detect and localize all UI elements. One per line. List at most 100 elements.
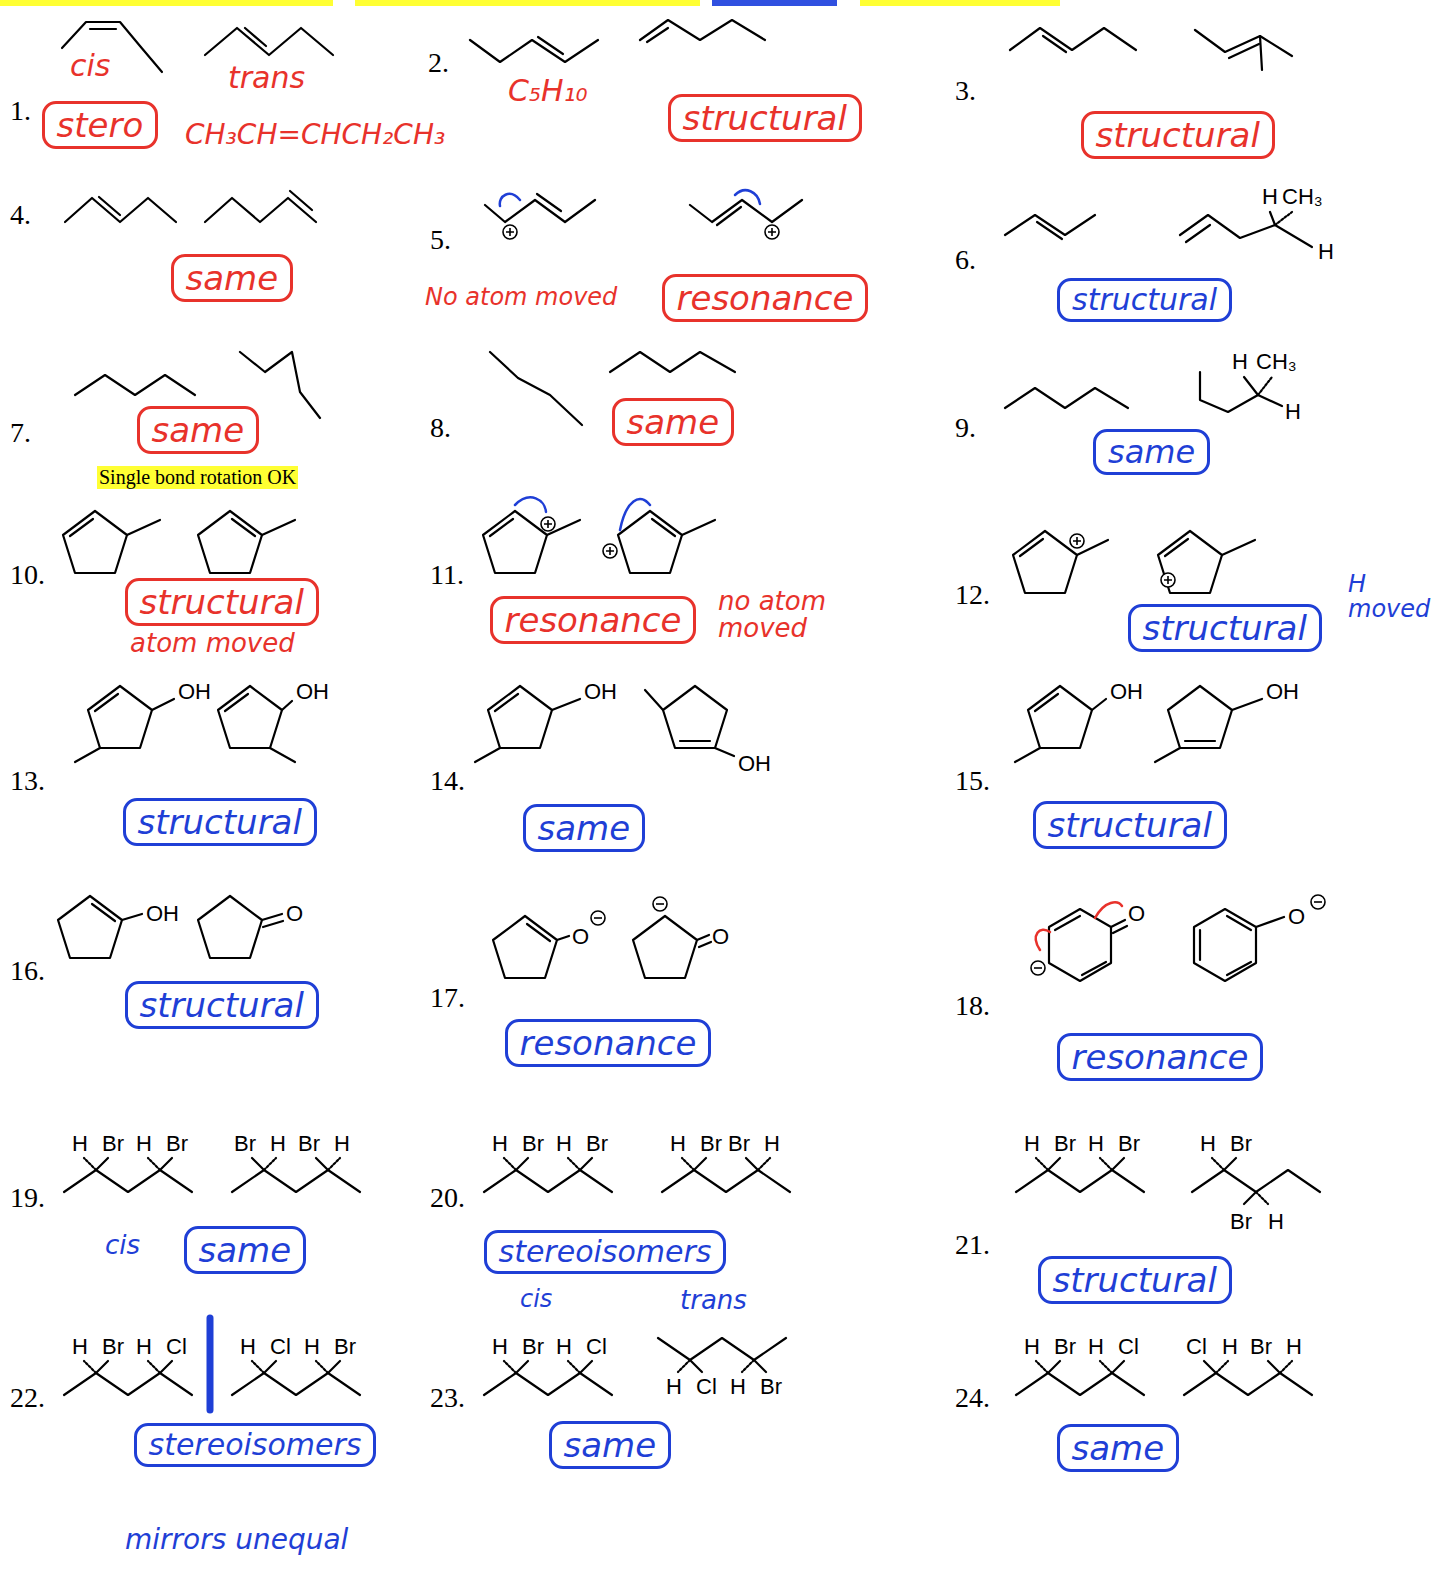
bond-lines — [682, 520, 715, 535]
charge-symbols — [594, 917, 602, 919]
divider-bar — [207, 1318, 214, 1410]
answer-text: resonance — [1072, 1037, 1249, 1078]
bond-lines — [758, 1158, 770, 1170]
annotation-arrows — [620, 499, 650, 530]
bond-lines — [618, 511, 682, 573]
atom-label: H — [556, 1335, 572, 1358]
atom-label: H — [1318, 240, 1334, 263]
answer-text: resonance — [505, 600, 682, 641]
bond-lines — [99, 197, 120, 215]
bond-lines — [663, 686, 727, 748]
handwritten-note: atom moved — [130, 630, 295, 657]
answer-text: structural — [1072, 282, 1217, 318]
answer-box: resonance — [1057, 1033, 1264, 1082]
handwritten-note: H moved — [1348, 572, 1434, 622]
bond-lines — [160, 1158, 172, 1170]
question-number: 17. — [430, 983, 465, 1012]
bond-lines — [633, 916, 697, 978]
bond-lines — [1100, 1158, 1112, 1170]
bond-lines — [1049, 909, 1111, 981]
atom-label: Cl — [270, 1335, 291, 1358]
bond-lines — [263, 921, 283, 927]
atom-label: H — [1285, 400, 1301, 423]
bond-lines — [1165, 539, 1188, 556]
bond-lines — [290, 191, 312, 210]
bond-lines — [96, 1158, 108, 1170]
question-number: 8. — [430, 413, 451, 442]
bond-lines — [316, 1158, 328, 1170]
charge-symbols — [544, 520, 552, 528]
atom-label: H — [240, 1335, 256, 1358]
answer-text: structural — [1053, 1260, 1217, 1301]
answer-text: same — [1072, 1428, 1165, 1469]
handwritten-note: cis — [70, 50, 110, 82]
header-highlight — [712, 0, 837, 6]
atom-label: H — [72, 1132, 88, 1155]
bond-lines — [225, 694, 248, 711]
bond-lines — [232, 1170, 360, 1192]
bond-lines — [484, 1373, 612, 1395]
answer-box: structural — [1081, 111, 1275, 160]
atom-label: O — [572, 925, 589, 948]
header-highlight — [0, 0, 333, 6]
bond-lines — [1048, 1361, 1060, 1373]
bond-lines — [1037, 222, 1062, 239]
atom-label: Br — [760, 1375, 782, 1398]
bond-lines — [1199, 930, 1201, 960]
bond-lines — [1212, 1158, 1224, 1170]
bond-lines — [495, 694, 518, 711]
handwritten-note: no atom moved — [718, 588, 843, 643]
bond-lines — [328, 1158, 340, 1170]
bond-lines — [1158, 531, 1222, 593]
bond-lines — [63, 511, 127, 573]
bond-lines — [84, 1361, 96, 1373]
atom-label: H — [136, 1335, 152, 1358]
atom-label: H — [334, 1132, 350, 1155]
charge-symbols — [765, 225, 779, 239]
charge-symbols — [1161, 573, 1175, 587]
atom-label: OH — [584, 680, 617, 703]
bond-lines — [1244, 377, 1258, 395]
bond-lines — [1016, 1170, 1144, 1192]
highlight-note: Single bond rotation OK — [97, 466, 298, 489]
bond-lines — [58, 20, 1320, 1395]
answer-box: same — [1093, 429, 1210, 475]
bond-lines — [205, 198, 316, 222]
bond-lines — [527, 924, 550, 941]
atom-label: H — [1200, 1132, 1216, 1155]
bond-lines — [328, 1361, 340, 1373]
charge-symbols — [541, 517, 555, 531]
answer-box: structural — [123, 798, 317, 847]
atom-label: H — [1268, 1210, 1284, 1233]
atom-label: H — [764, 1132, 780, 1155]
bond-lines — [198, 511, 262, 573]
bond-lines — [699, 942, 711, 947]
charge-symbols — [606, 547, 614, 555]
answer-box: same — [612, 398, 735, 447]
bond-lines — [65, 198, 176, 222]
question-number: 4. — [10, 200, 31, 229]
question-number: 2. — [428, 48, 449, 77]
answer-text: same — [1108, 433, 1195, 471]
bond-lines — [552, 699, 580, 710]
bond-lines — [122, 914, 142, 920]
atom-label: Br — [334, 1335, 356, 1358]
question-number: 12. — [955, 580, 990, 609]
answer-box: stereoisomers — [484, 1230, 727, 1274]
bond-lines — [58, 896, 122, 958]
bond-lines — [198, 896, 262, 958]
bond-lines — [1016, 1373, 1144, 1395]
atom-label: Br — [1054, 1132, 1076, 1155]
answer-box: structural — [1057, 278, 1232, 322]
atom-label: H — [1262, 185, 1278, 208]
charge-symbols — [653, 897, 667, 911]
atom-label: CH₃ — [1256, 350, 1297, 373]
bond-lines — [232, 519, 255, 536]
bond-lines — [483, 511, 547, 573]
header-highlight — [860, 0, 1060, 6]
bond-lines — [270, 748, 295, 762]
answer-text: same — [564, 1425, 657, 1466]
atom-label: H — [270, 1132, 286, 1155]
bond-lines — [1111, 920, 1125, 927]
